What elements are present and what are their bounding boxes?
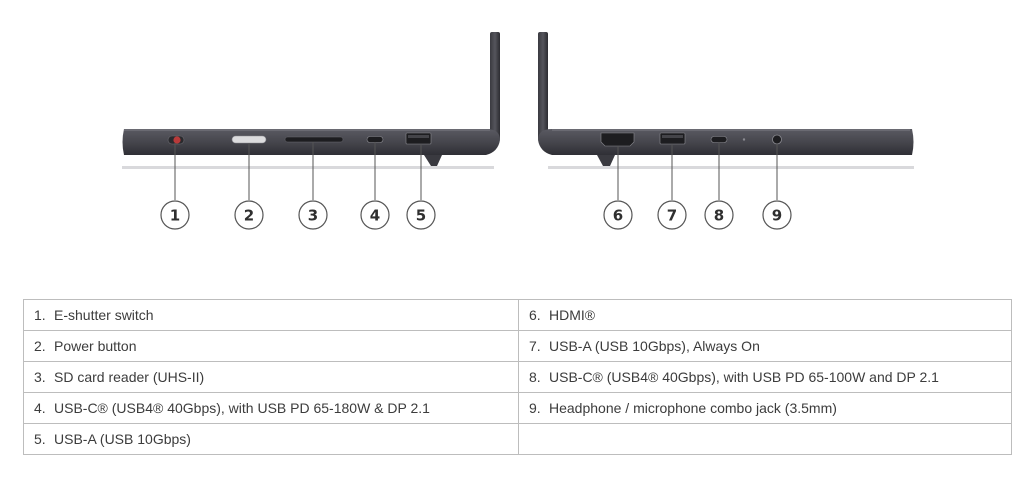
callout-8: 8 [704, 200, 734, 230]
ports-legend-body: 1. E-shutter switch 6. HDMI® 2. Power button 7… [23, 299, 1012, 455]
laptop-ports-diagram: 1 2 3 4 5 6 7 8 [122, 32, 914, 230]
item-number: 5. [34, 431, 46, 447]
table-row: 4. USB-C® (USB4® 40Gbps), with USB PD 65-… [23, 392, 1012, 424]
table-cell: 5. USB-A (USB 10Gbps) [23, 423, 519, 455]
item-number: 6. [529, 307, 541, 323]
callout-3-label: 3 [308, 207, 318, 225]
callout-2: 2 [234, 200, 264, 230]
table-cell: 4. USB-C® (USB4® 40Gbps), with USB PD 65-… [23, 392, 519, 424]
table-row: 3. SD card reader (UHS-II) 8. USB-C® (USB4®… [23, 361, 1012, 393]
laptop-lid-left [490, 32, 500, 140]
power-button [231, 135, 267, 144]
item-label: HDMI® [549, 307, 596, 323]
callout-2-label: 2 [244, 207, 254, 225]
laptop-right-side [538, 32, 914, 169]
item-label: E-shutter switch [54, 307, 154, 323]
table-cell: 6. HDMI® [518, 299, 1012, 331]
hdmi-port [600, 132, 635, 147]
item-label: SD card reader (UHS-II) [54, 369, 205, 385]
laptop-foot-left [424, 155, 442, 166]
table-row: 2. Power button 7. USB-A (USB 10Gbps), Alwa… [23, 330, 1012, 362]
item-number: 4. [34, 400, 46, 416]
callout-6-label: 6 [613, 207, 623, 225]
callout-7-label: 7 [667, 207, 677, 225]
leader-lines [174, 142, 778, 200]
table-cell [518, 423, 1012, 455]
callout-5-label: 5 [416, 207, 426, 225]
item-label: Power button [54, 338, 137, 354]
base-highlight-right [552, 129, 910, 131]
laptop-foot-right [597, 155, 615, 166]
usb-a-port-right-tongue [662, 135, 683, 138]
item-label: USB-A (USB 10Gbps), Always On [549, 338, 760, 354]
callout-3: 3 [298, 200, 328, 230]
callout-1-label: 1 [170, 207, 180, 225]
usb-a-port-left-tongue [408, 135, 429, 138]
usb-c-port-left [366, 136, 384, 143]
table-row: 1. E-shutter switch 6. HDMI® [23, 299, 1012, 331]
sd-card-reader [284, 136, 344, 143]
item-label: Headphone / microphone combo jack (3.5mm… [549, 400, 837, 416]
base-highlight-left [124, 129, 490, 131]
table-cell: 1. E-shutter switch [23, 299, 519, 331]
callout-9: 9 [762, 200, 792, 230]
desk-shadow-left [122, 166, 494, 169]
table-cell: 7. USB-A (USB 10Gbps), Always On [518, 330, 1012, 362]
item-number: 8. [529, 369, 541, 385]
item-number: 3. [34, 369, 46, 385]
callout-8-label: 8 [714, 207, 724, 225]
callout-9-label: 9 [772, 207, 782, 225]
table-cell: 3. SD card reader (UHS-II) [23, 361, 519, 393]
laptop-left-side [122, 32, 500, 169]
status-led [742, 138, 746, 141]
ports-legend-table: 1. E-shutter switch 6. HDMI® 2. Power button 7… [23, 299, 1012, 455]
callout-4-label: 4 [370, 207, 380, 225]
table-cell: 8. USB-C® (USB4® 40Gbps), with USB PD 65-… [518, 361, 1012, 393]
item-number: 1. [34, 307, 46, 323]
laptop-lid-right [538, 32, 548, 140]
usb-c-port-right [710, 136, 728, 143]
desk-shadow-right [548, 166, 914, 169]
table-row: 5. USB-A (USB 10Gbps) [23, 423, 1012, 455]
table-cell: 9. Headphone / microphone combo jack (3.5… [518, 392, 1012, 424]
callout-5: 5 [406, 200, 436, 230]
item-number: 2. [34, 338, 46, 354]
item-label: USB-A (USB 10Gbps) [54, 431, 191, 447]
callout-4: 4 [360, 200, 390, 230]
table-cell: 2. Power button [23, 330, 519, 362]
callout-7: 7 [657, 200, 687, 230]
e-shutter-switch-knob [173, 136, 181, 144]
usb-a-port-left [405, 132, 432, 145]
callout-1: 1 [160, 200, 190, 230]
usb-a-port-right [659, 132, 686, 145]
item-number: 9. [529, 400, 541, 416]
item-label: USB-C® (USB4® 40Gbps), with USB PD 65-18… [54, 400, 430, 416]
callouts: 1 2 3 4 5 6 7 8 [160, 200, 792, 230]
callout-6: 6 [603, 200, 633, 230]
headphone-jack [772, 134, 782, 145]
item-label: USB-C® (USB4® 40Gbps), with USB PD 65-10… [549, 369, 939, 385]
item-number: 7. [529, 338, 541, 354]
